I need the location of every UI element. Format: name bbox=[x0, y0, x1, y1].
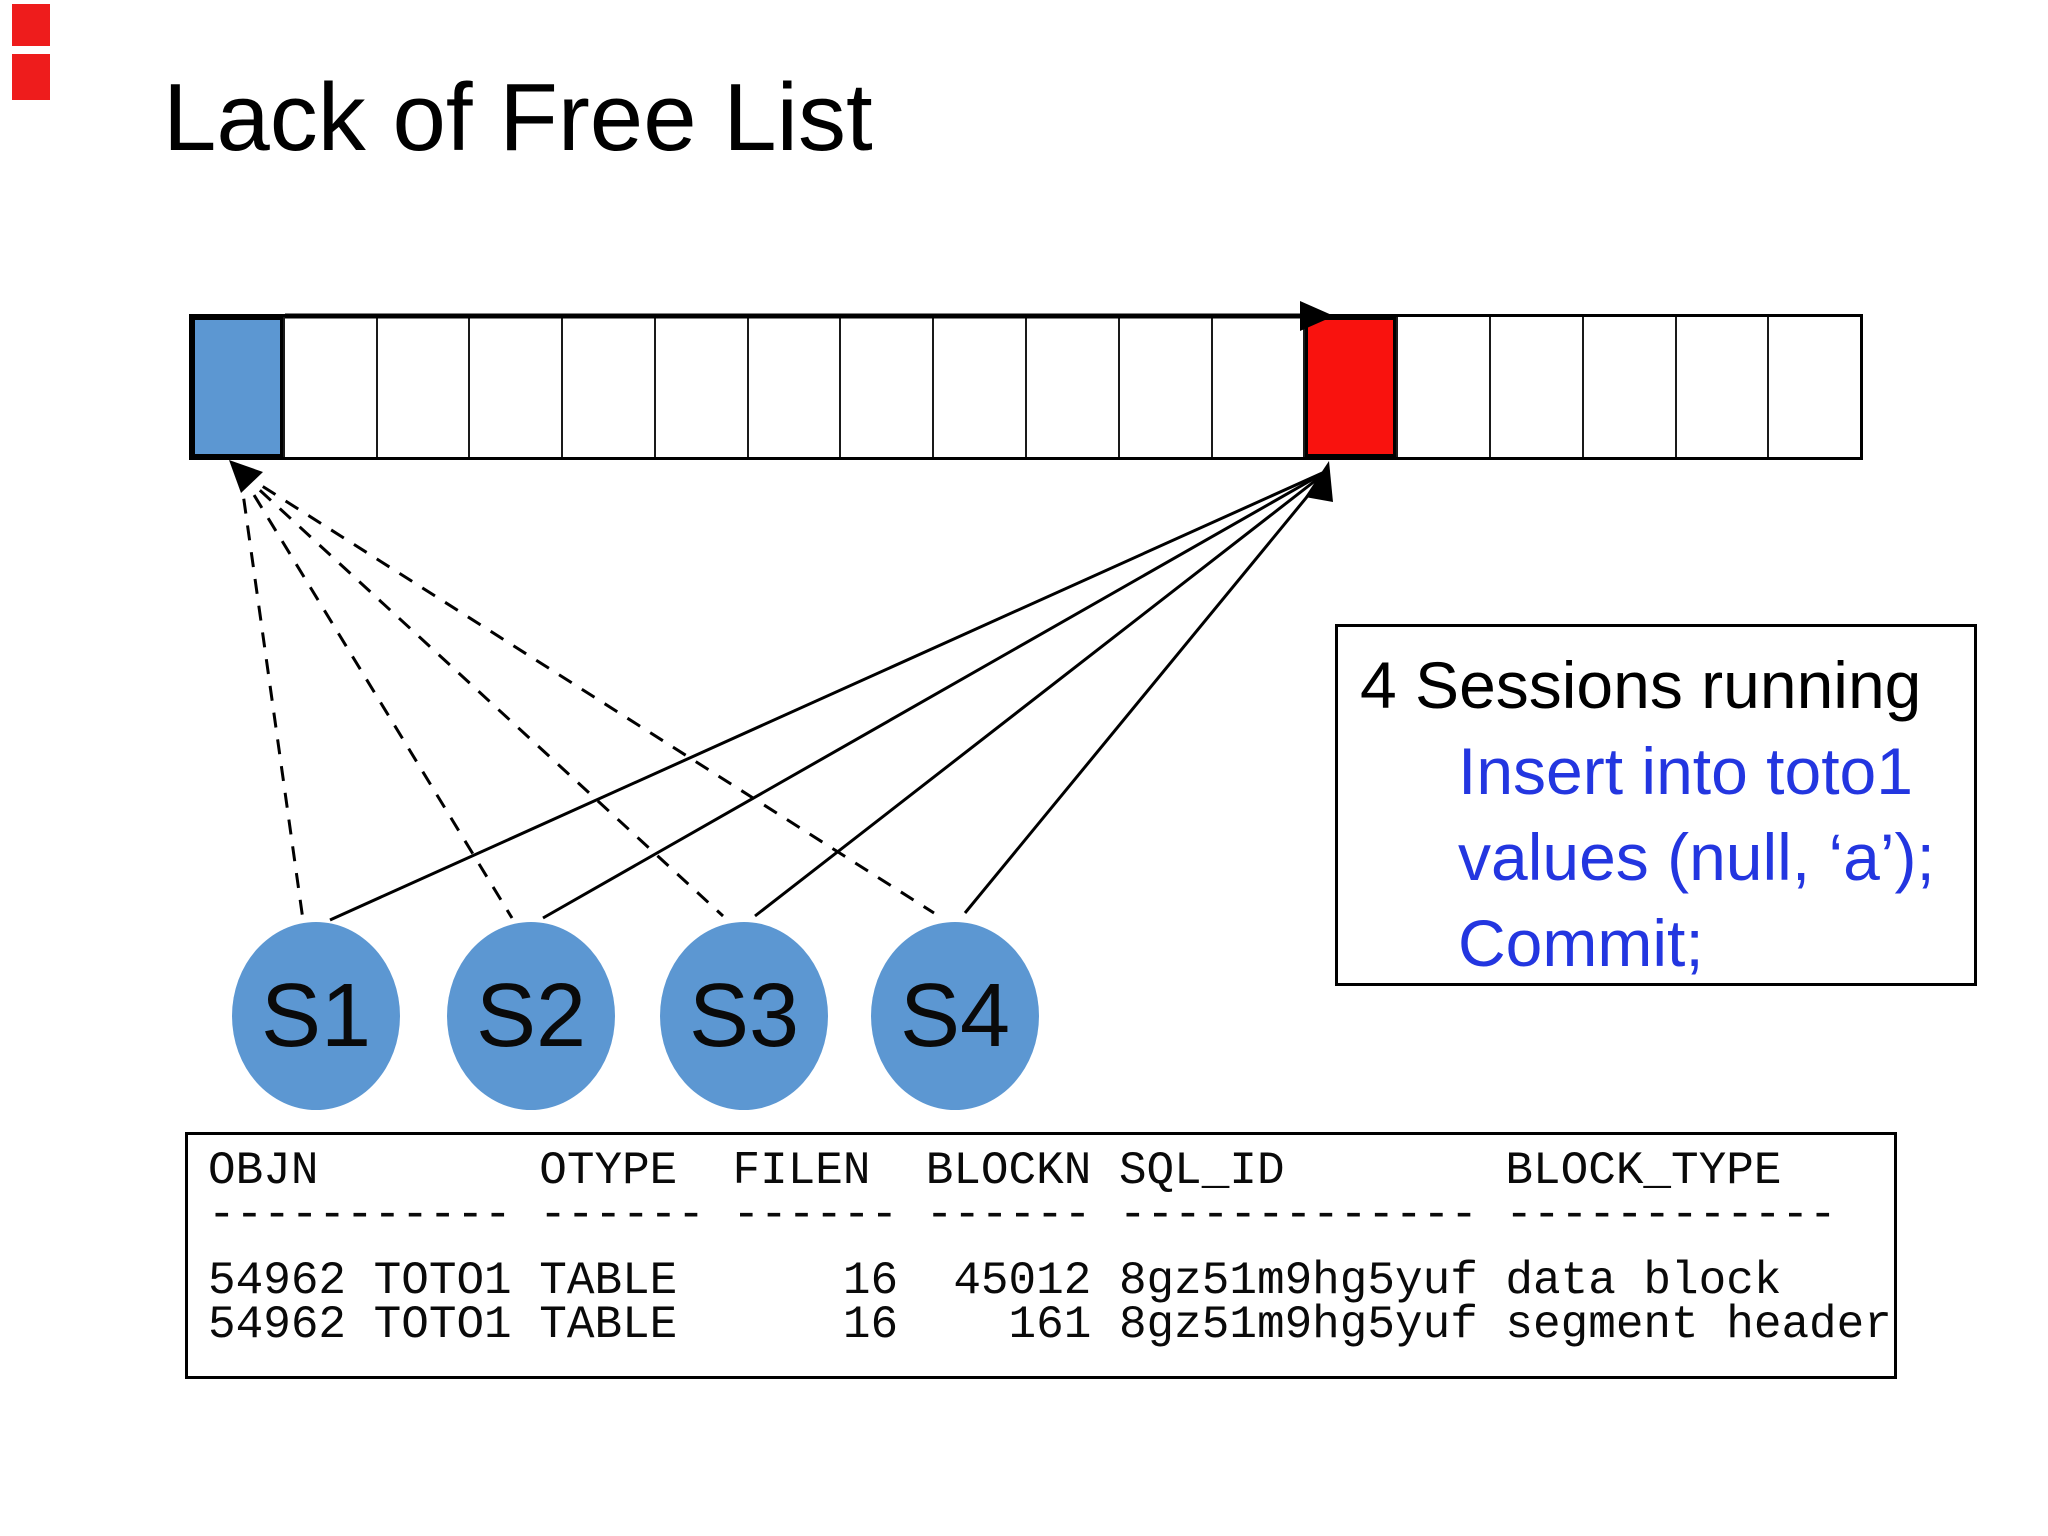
output-separator-line: ----------- ------ ------ ------ -------… bbox=[208, 1189, 1837, 1241]
sql-code-line: Insert into toto1 bbox=[1458, 734, 1913, 808]
sql-code-line: values (null, ‘a’); bbox=[1458, 820, 1935, 894]
sql-code-line: Commit; bbox=[1458, 906, 1704, 980]
segment-cell bbox=[1677, 317, 1770, 457]
page-title: Lack of Free List bbox=[163, 64, 873, 171]
session-circle: S3 bbox=[660, 922, 828, 1110]
segment-cell bbox=[841, 317, 935, 457]
segment-cell bbox=[1120, 317, 1213, 457]
up-left-arrowhead-icon bbox=[229, 460, 263, 493]
segment-cell bbox=[749, 317, 842, 457]
session1-to-insert-block-link bbox=[329, 468, 1330, 922]
session4-to-insert-block-link bbox=[963, 469, 1331, 914]
session2-to-insert-block-link bbox=[542, 468, 1330, 920]
segment-cell bbox=[563, 317, 656, 457]
segment-cell bbox=[285, 317, 378, 457]
segment-blocks-bar bbox=[189, 314, 1863, 460]
segment-cell bbox=[1213, 317, 1306, 457]
sessions-info-box: 4 Sessions running Insert into toto1 valu… bbox=[1335, 624, 1977, 986]
segment-cell bbox=[934, 317, 1028, 457]
session-label: S2 bbox=[475, 966, 587, 1066]
up-arrowhead-icon bbox=[1305, 461, 1333, 502]
session3-to-used-block-link bbox=[238, 470, 725, 918]
session3-to-insert-block-link bbox=[754, 468, 1330, 918]
segment-cell bbox=[378, 317, 471, 457]
query-output-box: OBJN OTYPE FILEN BLOCKN SQL_ID BLOCK_TYP… bbox=[185, 1132, 1897, 1379]
output-header-line: OBJN OTYPE FILEN BLOCKN SQL_ID BLOCK_TYP… bbox=[208, 1145, 1782, 1197]
segment-cell bbox=[1398, 317, 1491, 457]
segment-cell bbox=[1584, 317, 1677, 457]
segment-cell bbox=[1769, 317, 1860, 457]
session2-to-used-block-link bbox=[238, 471, 514, 919]
corner-accent-mark bbox=[12, 4, 50, 46]
segment-cell bbox=[656, 317, 749, 457]
segment-cell bbox=[1027, 317, 1120, 457]
output-data-line: 54962 TOTO1 TABLE 16 161 8gz51m9hg5yuf s… bbox=[208, 1299, 1892, 1351]
segment-cell-insert bbox=[1305, 317, 1399, 457]
session1-to-used-block-link bbox=[238, 471, 305, 921]
session-label: S3 bbox=[688, 966, 800, 1066]
session-label: S1 bbox=[260, 966, 372, 1066]
segment-cell bbox=[1491, 317, 1584, 457]
session-circle: S1 bbox=[232, 922, 400, 1110]
sql-code-block: Insert into toto1 values (null, ‘a’); Comm… bbox=[1338, 728, 1974, 986]
session-circle: S4 bbox=[871, 922, 1039, 1110]
segment-cell bbox=[470, 317, 564, 457]
segment-cell-used bbox=[192, 317, 285, 457]
session-label: S4 bbox=[899, 966, 1011, 1066]
session4-to-used-block-link bbox=[239, 470, 935, 915]
info-box-heading: 4 Sessions running bbox=[1360, 648, 1922, 722]
corner-accent-mark bbox=[12, 54, 50, 100]
session-circle: S2 bbox=[447, 922, 615, 1110]
output-data-line: 54962 TOTO1 TABLE 16 45012 8gz51m9hg5yuf… bbox=[208, 1255, 1782, 1307]
